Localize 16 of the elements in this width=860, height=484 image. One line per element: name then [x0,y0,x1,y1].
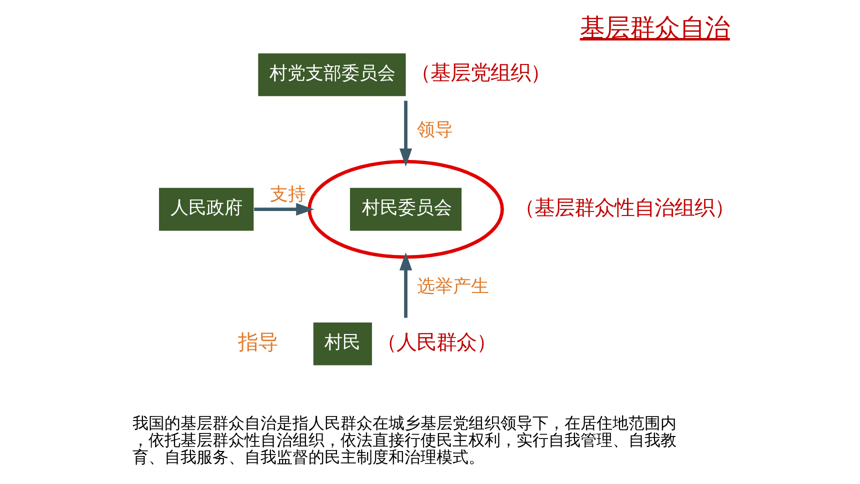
node-box: 村民 [313,322,372,366]
diagram-title: 基层群众自治 [580,12,730,42]
node-box: 村党支部委员会 [258,53,406,96]
arrow [399,252,412,318]
node-label: （人民群众） [376,330,496,354]
label: 指导 [238,330,278,354]
node-box: 人民政府 [159,188,254,231]
edge-label: 领导 [417,119,454,140]
node-label: （基层群众性自治组织） [514,195,734,220]
label: 我国的基层群众自治是指人民群众在城乡基层党组织领导下，在居住地范围内，依托基层群众性自治组织，依法直接行使民主权利，实行自我管理、自我教育、自我服务、自我监督的民主制度和治理模式。 [132,414,677,466]
node-label: （基层党组织） [410,60,550,85]
node-ellipse: 村民委员会 [308,160,504,259]
edge-label: 支持 [270,184,306,206]
arrow [399,100,412,167]
edge-label: 选举产生 [417,276,490,297]
arrow [254,203,314,216]
